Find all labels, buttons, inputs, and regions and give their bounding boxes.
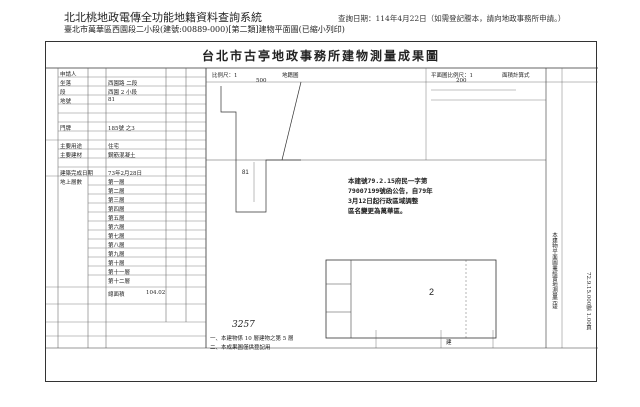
footer-note: 一、本建物係 10 層建物之第 5 層 [210, 336, 294, 342]
floor-label: 第四層 [108, 207, 125, 213]
scale-value-2: 200 [456, 78, 467, 84]
notice-line: 3月12日起行政區域調整 [348, 197, 419, 205]
vertical-date: 72.9.15.000號 1.00頁 [585, 272, 591, 331]
plan-drawing [46, 67, 598, 349]
floor-label: 第六層 [108, 225, 125, 231]
floor-label: 第十層 [108, 261, 125, 267]
notice-line: 本建號79.2.15府民一字第 [348, 177, 428, 185]
administrative-notice: 本建號79.2.15府民一字第 79007199號函公告，自79年 3月12日起… [348, 176, 433, 216]
lot-number: 81 [242, 170, 249, 176]
plan-label: 地籍圖 [282, 73, 299, 79]
floor-label: 第八層 [108, 243, 125, 249]
table-label: 地號 [60, 99, 72, 105]
unit-number: 2 [429, 287, 435, 297]
page-header: 北北桃地政電傳全功能地籍資料查詢系統 臺北市萬華區西園段二小段(建號:00889… [0, 0, 640, 40]
scale-label-1: 比例尺：1 [212, 73, 238, 79]
document-title: 台北市古亭地政事務所建物測量成果圖 [201, 49, 440, 63]
table-label: 申請人 [60, 72, 77, 78]
floor-label: 第十二層 [108, 279, 131, 285]
table-value: 73年2月28日 [108, 171, 142, 177]
table-value: 鋼筋混凝土 [108, 153, 136, 159]
floor-label: 第二層 [108, 189, 125, 195]
area-calc-label: 面積計算式 [502, 73, 530, 79]
table-value: 185號 之3 [108, 126, 135, 132]
floor-label: 第一層 [108, 180, 125, 186]
table-value: 104.02 [146, 290, 166, 296]
table-value: 住宅 [108, 144, 120, 150]
floor-label: 第五層 [108, 216, 125, 222]
document-subtitle: 臺北市萬華區西園段二小段(建號:00889-000)[第二類]建物平面圖(已縮小… [64, 25, 345, 34]
floor-label: 第十一層 [108, 270, 131, 276]
query-date: 查詢日期：114年4月22日（如需登記謄本，請向地政事務所申請。） [338, 14, 566, 23]
scale-label-2: 平面圖比例尺：1 [431, 73, 473, 79]
table-label: 主要建材 [60, 153, 83, 159]
table-label: 地上層數 [60, 180, 83, 186]
notice-line: 79007199號函公告，自79年 [348, 187, 433, 195]
table-value: 西園路 二段 [108, 81, 138, 87]
scale-value-1: 500 [256, 78, 267, 84]
system-title: 北北桃地政電傳全功能地籍資料查詢系統 [64, 11, 262, 24]
table-label: 主要用途 [60, 144, 83, 150]
table-label: 門牌 [60, 126, 72, 132]
floor-label: 第七層 [108, 234, 125, 240]
floor-label: 第三層 [108, 198, 125, 204]
floor-label: 第九層 [108, 252, 125, 258]
handwritten-number: 3257 [232, 320, 255, 330]
notice-line: 區名變更為萬華區。 [348, 207, 407, 215]
table-label: 坐落 [60, 81, 72, 87]
stamp-label: 建 [446, 340, 452, 346]
footer-note: 二、本成果圖僅供登記用 [210, 345, 271, 351]
vertical-note: 本建物平面圖業經實地測量完竣 [551, 232, 557, 309]
survey-plan-document: 台北市古亭地政事務所建物測量成果圖 [45, 41, 598, 382]
table-label: 總面積 [108, 292, 125, 298]
table-value: 81 [108, 97, 115, 103]
table-label: 建築完成日期 [60, 171, 94, 177]
table-value: 西園 2 小段 [108, 90, 137, 96]
table-label: 段 [60, 90, 66, 96]
